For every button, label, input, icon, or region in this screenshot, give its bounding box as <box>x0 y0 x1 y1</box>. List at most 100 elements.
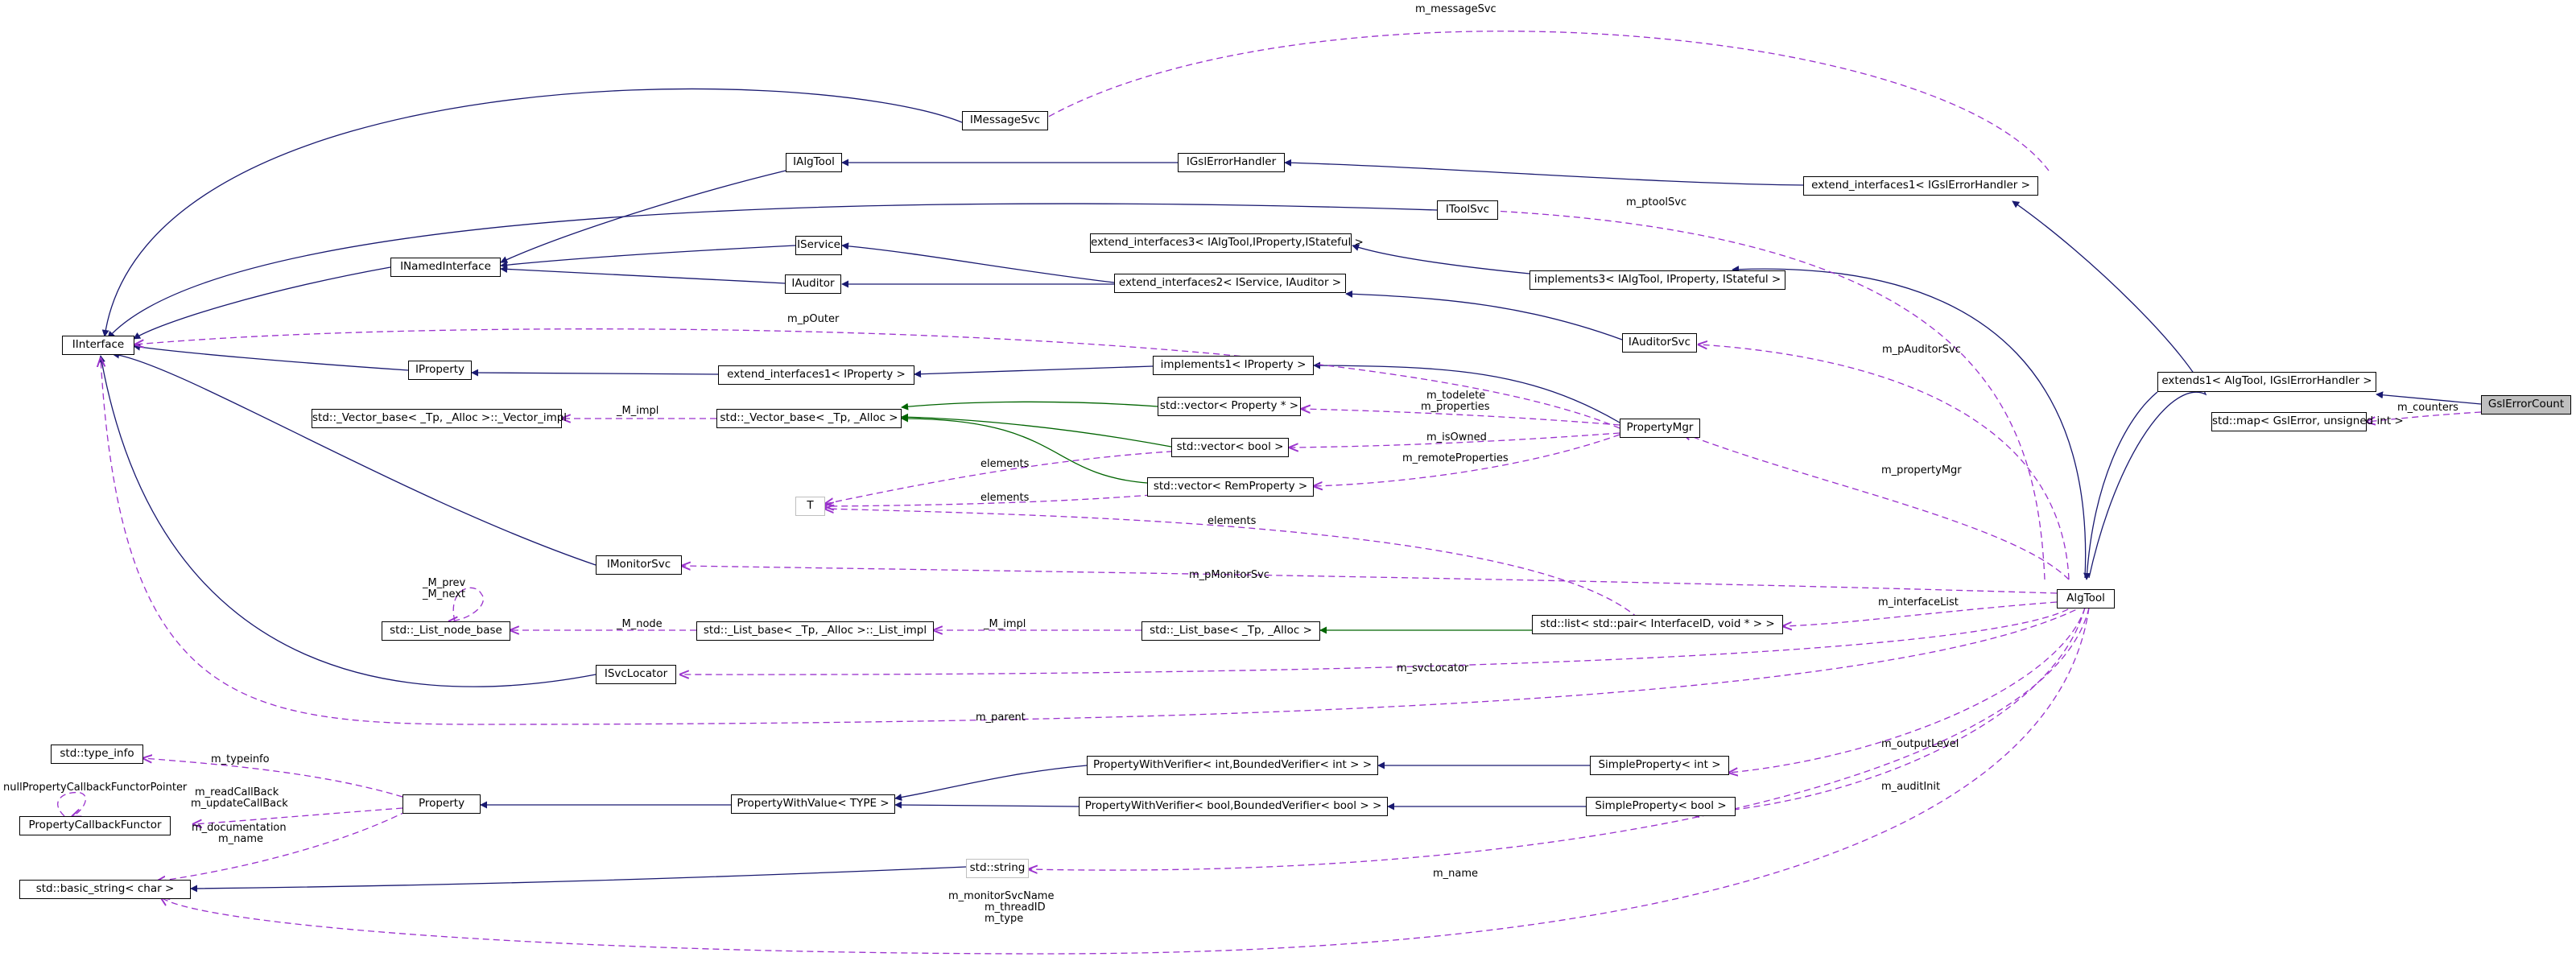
edge-label-m-typeinfo: m_typeinfo <box>211 753 270 765</box>
class-implements1-iproperty[interactable]: implements1< IProperty > <box>1153 356 1314 375</box>
class-propertycallbackfunctor[interactable]: PropertyCallbackFunctor <box>19 816 171 835</box>
class-algtool[interactable]: AlgTool <box>2057 589 2115 608</box>
edge-inherit-ext1igsl-igsl <box>1284 159 1804 186</box>
edge-use-elements-2 <box>825 494 1152 506</box>
edge-label-m-documentation: m_documentation <box>192 822 287 834</box>
edge-label-m-propertymgr: m_propertyMgr <box>1881 464 1962 476</box>
edge-label-m-prev: _M_prev <box>423 577 466 589</box>
class-vector-property[interactable]: std::vector< Property * > <box>1158 397 1301 416</box>
class-vector-impl[interactable]: std::_Vector_base< _Tp, _Alloc >::_Vecto… <box>312 409 567 428</box>
class-iservice[interactable]: IService <box>795 236 842 255</box>
edge-use-m-isowned <box>1290 432 1620 448</box>
class-iauditorsvc[interactable]: IAuditorSvc <box>1622 333 1697 353</box>
class-extend-interfaces1-igslerrorhandler[interactable]: extend_interfaces1< IGslErrorHandler > <box>1803 176 2038 196</box>
edge-inherit-inamedinterface <box>133 266 391 340</box>
class-map-gslerror[interactable]: std::map< GslError, unsigned int > <box>2211 412 2404 431</box>
edge-label-m-impl-list: _M_impl <box>984 618 1026 630</box>
edge-label-m-updatecallback: m_updateCallBack <box>191 798 288 810</box>
edge-inherit-ext1-algtool <box>2083 391 2158 580</box>
edge-use-elements-3 <box>825 509 1639 619</box>
class-imessagesvc[interactable]: IMessageSvc <box>962 111 1048 130</box>
class-template-t[interactable]: T <box>795 497 825 516</box>
class-list-pair[interactable]: std::list< std::pair< InterfaceID, void … <box>1532 615 1783 634</box>
class-list-impl[interactable]: std::_List_base< _Tp, _Alloc >::_List_im… <box>696 621 934 641</box>
class-igslerrorhandler[interactable]: IGslErrorHandler <box>1178 153 1285 172</box>
class-propertywithverifier-int[interactable]: PropertyWithVerifier< int,BoundedVerifie… <box>1087 756 1378 775</box>
edge-use-m-auditinit <box>1690 607 2086 814</box>
edge-inherit-auditorsvc-ext2 <box>1345 290 1623 340</box>
edge-use-m-ptoolsvc <box>1477 210 2046 580</box>
edge-inherit-ext2-iservice <box>841 242 1115 283</box>
edge-use-m-svclocator <box>680 603 2078 674</box>
edge-use-m-pauditorsvc <box>1699 344 2070 580</box>
class-propertymgr[interactable]: PropertyMgr <box>1620 419 1700 438</box>
edge-inherit-itoolsvc <box>107 203 1438 339</box>
edge-inherit-pwvint-pwv <box>894 765 1088 802</box>
edge-label-elements-1: elements <box>980 458 1030 470</box>
class-iinterface[interactable]: IInterface <box>62 336 134 355</box>
edge-use-m-callbacks <box>193 807 403 824</box>
class-extend-interfaces1-iproperty[interactable]: extend_interfaces1< IProperty > <box>718 365 914 385</box>
class-extend-interfaces2[interactable]: extend_interfaces2< IService, IAuditor > <box>1114 274 1346 293</box>
edge-inherit-imonitorsvc <box>112 351 597 566</box>
class-gslerrorcount[interactable]: GslErrorCount <box>2481 395 2571 415</box>
class-propertywithverifier-bool[interactable]: PropertyWithVerifier< bool,BoundedVerifi… <box>1079 797 1388 816</box>
edge-inherit-ialgtool-named <box>500 170 786 263</box>
edge-inherit-isvclocator <box>98 355 597 687</box>
class-vector-bool[interactable]: std::vector< bool > <box>1171 438 1289 457</box>
class-simpleproperty-int[interactable]: SimpleProperty< int > <box>1590 756 1729 775</box>
edge-label-m-parent: m_parent <box>976 712 1026 724</box>
class-extend-interfaces3[interactable]: extend_interfaces3< IAlgTool,IProperty,I… <box>1090 233 1364 253</box>
edge-use-m-messagesvc <box>1038 31 2050 171</box>
class-isvclocator[interactable]: ISvcLocator <box>596 665 676 684</box>
edge-use-elements-1 <box>825 450 1184 504</box>
class-iauditor[interactable]: IAuditor <box>785 274 841 294</box>
edge-use-m-outputlevel <box>1729 607 2086 773</box>
edge-label-m-readcallback: m_readCallBack <box>195 786 279 798</box>
class-list-base[interactable]: std::_List_base< _Tp, _Alloc > <box>1141 621 1320 641</box>
edge-label-m-counters: m_counters <box>2397 402 2458 414</box>
edge-inherit-iservice-named <box>500 245 796 269</box>
edge-use-m-typeinfo <box>143 758 403 798</box>
edge-label-m-todelete: m_todelete <box>1426 390 1486 402</box>
edge-label-m-properties: m_properties <box>1421 401 1490 413</box>
edge-use-m-monitorsvcname <box>161 607 2090 955</box>
edge-label-m-messagesvc: m_messageSvc <box>1415 3 1496 15</box>
edge-label-m-outputlevel: m_outputLevel <box>1881 738 1959 750</box>
edge-label-m-pmonitorsvc: m_pMonitorSvc <box>1189 569 1269 581</box>
edge-inherit-stdstring-basic <box>190 866 967 893</box>
edge-label-m-impl-vector: _M_impl <box>617 405 659 417</box>
class-implements3[interactable]: implements3< IAlgTool, IProperty, IState… <box>1530 270 1785 290</box>
class-list-node-base[interactable]: std::_List_node_base <box>382 621 510 641</box>
class-vector-remproperty[interactable]: std::vector< RemProperty > <box>1147 477 1314 497</box>
class-iproperty[interactable]: IProperty <box>408 361 472 380</box>
class-std-string[interactable]: std::string <box>966 859 1029 878</box>
edge-label-m-node: _M_node <box>617 618 663 630</box>
edge-inherit-imessagesvc <box>101 88 963 337</box>
class-property[interactable]: Property <box>402 794 481 814</box>
edge-use-m-pmonitorsvc <box>682 566 2058 594</box>
edge-use-m-interfacelist <box>1783 601 2058 626</box>
class-type-info[interactable]: std::type_info <box>51 745 143 764</box>
edge-label-m-next: _M_next <box>423 588 466 600</box>
edge-label-m-monitorsvcname: m_monitorSvcName <box>948 890 1055 902</box>
edge-label-m-svclocator: m_svcLocator <box>1397 662 1469 674</box>
edge-private-vecrem-vecbase <box>901 415 1148 484</box>
edge-use-nullpointer-self <box>57 791 86 816</box>
class-inamedinterface[interactable]: INamedInterface <box>390 258 501 277</box>
class-extends1[interactable]: extends1< AlgTool, IGslErrorHandler > <box>2157 372 2376 392</box>
edge-label-m-isowned: m_isOwned <box>1426 431 1487 443</box>
class-simpleproperty-bool[interactable]: SimpleProperty< bool > <box>1586 797 1736 816</box>
class-imonitorsvc[interactable]: IMonitorSvc <box>596 555 682 575</box>
edge-inherit-iauditor-named <box>500 266 786 284</box>
class-vector-base[interactable]: std::_Vector_base< _Tp, _Alloc > <box>716 409 902 428</box>
edge-label-m-threadid: m_threadID <box>985 901 1046 914</box>
edge-inherit-pmgr-impl1 <box>1313 361 1620 423</box>
class-itoolsvc[interactable]: IToolSvc <box>1437 200 1498 220</box>
class-ialgtool[interactable]: IAlgTool <box>786 153 842 172</box>
class-propertywithvalue[interactable]: PropertyWithValue< TYPE > <box>731 794 895 814</box>
edge-use-m-prev-next <box>449 587 484 621</box>
class-basic-string[interactable]: std::basic_string< char > <box>19 880 191 899</box>
edge-label-elements-2: elements <box>980 492 1030 504</box>
